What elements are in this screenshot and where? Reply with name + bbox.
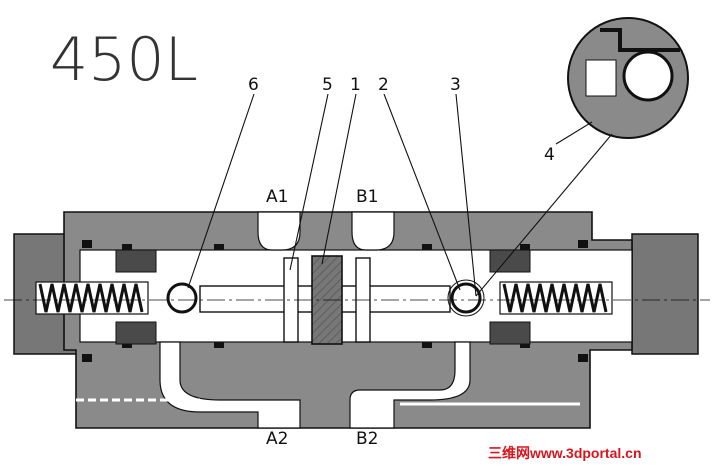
detail-check-ball: [622, 50, 674, 102]
callout-3: 3: [450, 75, 461, 95]
leader-1: [321, 93, 357, 265]
seal: [578, 354, 588, 362]
callout-2: 2: [378, 75, 389, 95]
port-a1-channel: [257, 211, 301, 251]
seal: [578, 240, 588, 248]
detail-seat: [600, 28, 680, 52]
leader-5: [289, 93, 329, 271]
seal: [82, 240, 92, 248]
right-check-ball: [450, 282, 482, 314]
port-label-a1: A1: [266, 187, 288, 207]
callout-1: 1: [350, 75, 361, 95]
leader-lines: [187, 93, 613, 297]
left-insert-bottom: [115, 321, 157, 345]
leader-3: [455, 93, 477, 297]
detail-bore: [585, 59, 617, 97]
seal: [214, 244, 224, 250]
seal: [520, 342, 530, 348]
leader-detail: [475, 133, 613, 297]
leader-2: [383, 93, 461, 291]
port-a2-channel: [159, 341, 301, 429]
right-end-cap: [631, 233, 699, 355]
seal: [122, 342, 132, 348]
port-b2-channel: [349, 341, 471, 429]
left-insert-top: [115, 249, 157, 273]
port-label-b2: B2: [356, 429, 378, 449]
seal: [214, 342, 224, 348]
right-insert-top: [489, 249, 531, 273]
seal: [520, 244, 530, 250]
seal: [122, 244, 132, 250]
seals: [82, 240, 588, 362]
port-label-a2: A2: [266, 429, 288, 449]
seal: [422, 342, 432, 348]
seal: [422, 244, 432, 250]
right-insert-bottom: [489, 321, 531, 345]
port-label-b1: B1: [356, 187, 378, 207]
handwritten-note: 450L: [50, 25, 198, 95]
left-spring: [38, 283, 144, 313]
detail-callout-circle: [447, 279, 485, 317]
leader-4: [555, 121, 593, 145]
port-b1-channel: [351, 211, 395, 251]
watermark: 三维网www.3dportal.cn: [488, 445, 642, 461]
right-spring: [502, 283, 608, 313]
seal: [82, 354, 92, 362]
leader-6: [187, 93, 255, 289]
callout-5: 5: [322, 75, 333, 95]
callout-6: 6: [248, 75, 259, 95]
callout-4: 4: [544, 145, 555, 165]
left-check-ball: [166, 282, 198, 314]
